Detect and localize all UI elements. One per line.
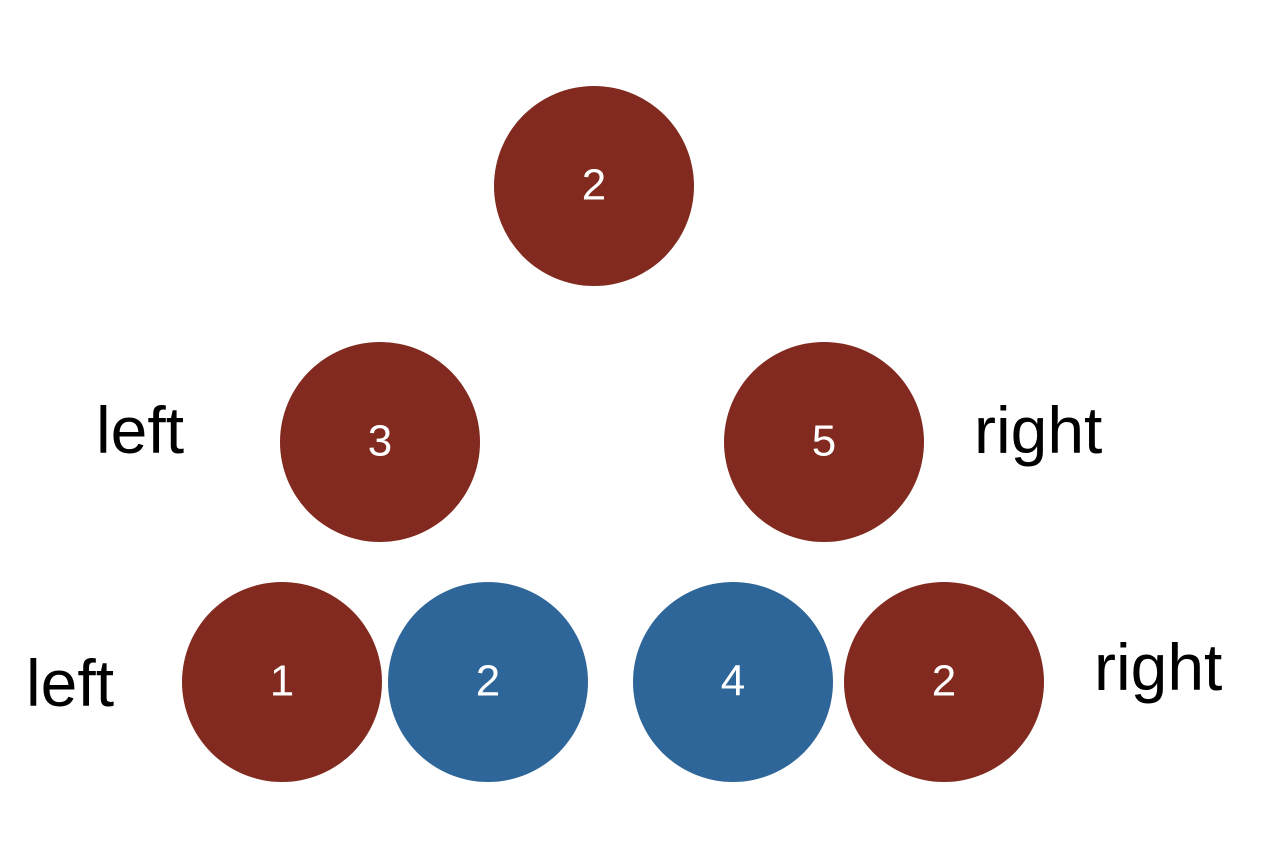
node-left-child-label: 3	[368, 417, 392, 466]
node-right-child-circle	[724, 342, 924, 542]
node-left-child-circle	[280, 342, 480, 542]
node-left-left: 1	[182, 582, 382, 782]
node-right-right: 2	[844, 582, 1044, 782]
node-left-left-label: 1	[270, 657, 294, 706]
node-left-left-circle	[182, 582, 382, 782]
label-left-level3: left	[26, 646, 114, 720]
node-left-child: 3	[280, 342, 480, 542]
label-right-level3: right	[1094, 630, 1222, 704]
node-right-right-circle	[844, 582, 1044, 782]
label-right-level2: right	[974, 393, 1102, 467]
node-right-left-circle	[633, 582, 833, 782]
node-right-right-label: 2	[932, 657, 956, 706]
node-right-child: 5	[724, 342, 924, 542]
node-right-child-label: 5	[812, 417, 836, 466]
node-left-right-circle	[388, 582, 588, 782]
node-root-circle	[494, 86, 694, 286]
node-right-left-label: 4	[721, 657, 745, 706]
node-right-left: 4	[633, 582, 833, 782]
node-root: 2	[494, 86, 694, 286]
label-left-level2: left	[96, 393, 184, 467]
node-root-label: 2	[582, 161, 606, 210]
node-left-right: 2	[388, 582, 588, 782]
node-left-right-label: 2	[476, 657, 500, 706]
